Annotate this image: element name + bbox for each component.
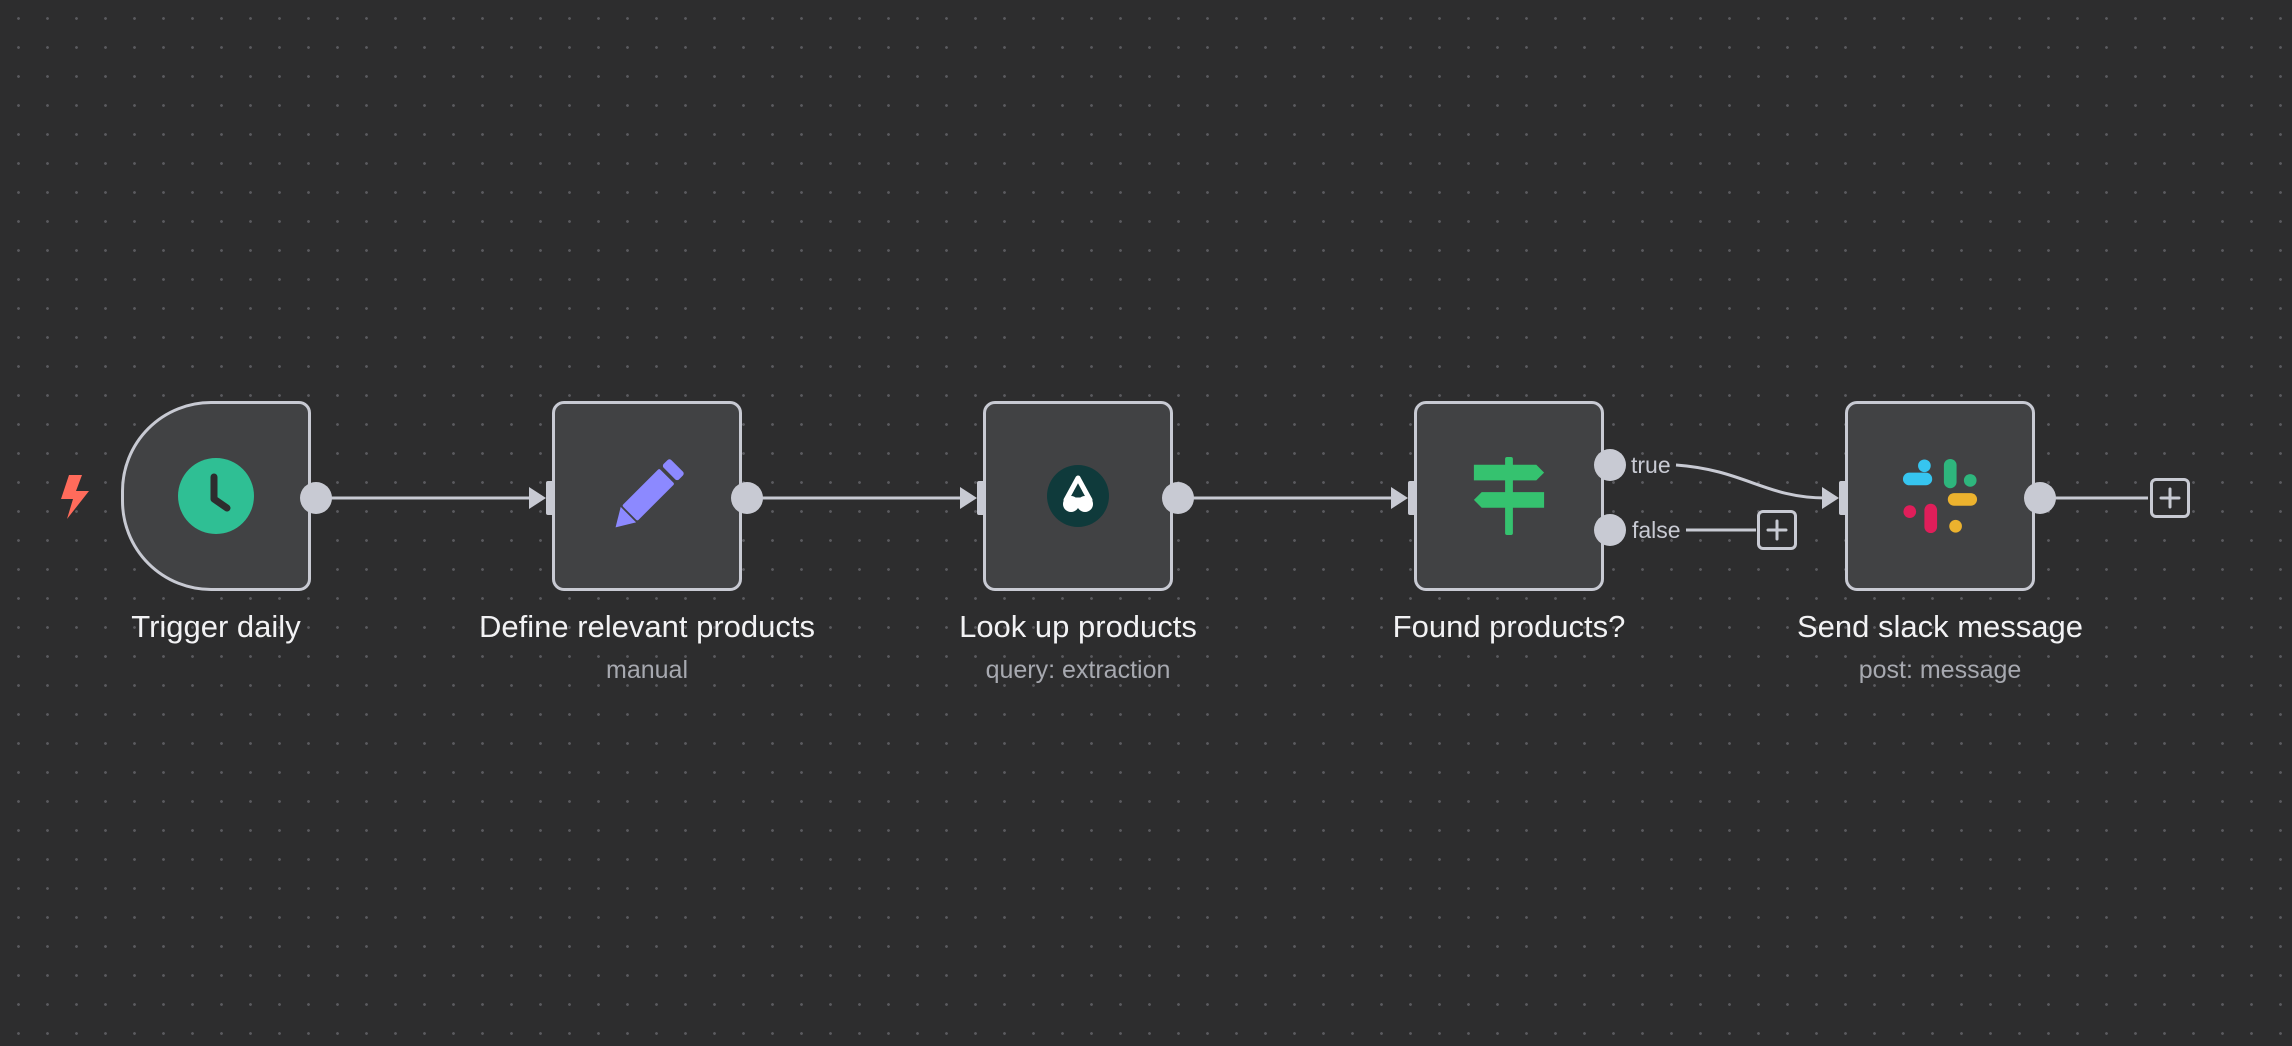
node-subtitle-define: manual bbox=[606, 656, 688, 684]
slack-icon bbox=[1901, 457, 1979, 535]
add-node-false-button[interactable] bbox=[1757, 510, 1797, 550]
node-subtitle-lookup: query: extraction bbox=[985, 656, 1171, 684]
signpost-icon bbox=[1470, 457, 1548, 535]
node-label-found: Found products? bbox=[1392, 609, 1626, 644]
node-trigger-daily[interactable] bbox=[121, 401, 311, 591]
plus-icon bbox=[1766, 519, 1788, 541]
arrowhead-slack bbox=[1822, 487, 1839, 509]
extraction-cloud-icon bbox=[1039, 457, 1117, 535]
node-send-slack-message[interactable] bbox=[1845, 401, 2035, 591]
node-subtitle-slack: post: message bbox=[1858, 656, 2022, 684]
output-handle-true[interactable] bbox=[1594, 449, 1626, 481]
pencil-icon bbox=[608, 457, 686, 535]
branch-label-false: false bbox=[1632, 517, 1681, 543]
output-handle-false[interactable] bbox=[1594, 514, 1626, 546]
output-handle-lookup[interactable] bbox=[1162, 482, 1194, 514]
add-node-end-button[interactable] bbox=[2150, 478, 2190, 518]
arrowhead-define bbox=[529, 487, 546, 509]
branch-label-true: true bbox=[1631, 452, 1671, 478]
clock-icon bbox=[177, 457, 255, 535]
node-label-slack: Send slack message bbox=[1796, 609, 2084, 644]
node-found-products[interactable] bbox=[1414, 401, 1604, 591]
output-handle-slack[interactable] bbox=[2024, 482, 2056, 514]
node-label-define: Define relevant products bbox=[478, 609, 816, 644]
arrowhead-found bbox=[1391, 487, 1408, 509]
node-label-lookup: Look up products bbox=[959, 609, 1197, 644]
output-handle-trigger[interactable] bbox=[300, 482, 332, 514]
node-look-up-products[interactable] bbox=[983, 401, 1173, 591]
plus-icon bbox=[2159, 487, 2181, 509]
output-handle-define[interactable] bbox=[731, 482, 763, 514]
arrowhead-lookup bbox=[960, 487, 977, 509]
node-define-relevant-products[interactable] bbox=[552, 401, 742, 591]
lightning-bolt-icon bbox=[61, 475, 89, 519]
node-label-trigger: Trigger daily bbox=[131, 609, 301, 644]
